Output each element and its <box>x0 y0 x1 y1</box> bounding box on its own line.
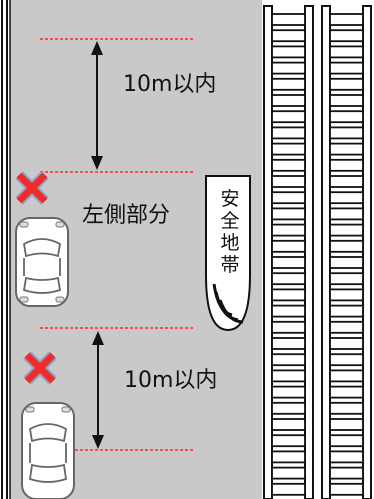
railway-tie <box>271 94 306 107</box>
safety-zone-label: 安 全 地 帯 <box>210 188 250 276</box>
railway-tie <box>329 191 364 205</box>
railway-tie <box>329 142 364 156</box>
railway-tie <box>271 126 306 140</box>
railway-tie <box>329 13 364 26</box>
railway-track-left <box>263 5 314 499</box>
car-icon-lower <box>21 402 75 499</box>
curb-lines <box>1 0 11 499</box>
railway-tie <box>271 304 306 318</box>
safety-zone-char-4: 帯 <box>220 254 240 276</box>
railway-tie <box>329 369 364 383</box>
railway-tie <box>271 256 306 269</box>
railway-tie <box>271 418 306 431</box>
railway-tie <box>329 320 364 334</box>
railway-tie <box>329 401 364 415</box>
no-parking-x-icon-lower <box>23 351 57 385</box>
railway-tie <box>271 191 306 205</box>
railway-tie <box>271 385 306 399</box>
no-parking-x-icon-upper <box>15 171 49 205</box>
railway-tie <box>329 77 364 91</box>
railway-tie <box>329 94 364 107</box>
distance-label-bottom: 10m以内 <box>124 368 218 393</box>
railway-tie <box>271 13 306 26</box>
railway-tie <box>271 239 306 253</box>
railway-tie <box>329 110 364 124</box>
railway-tie <box>271 207 306 221</box>
safety-zone-char-3: 地 <box>220 232 240 254</box>
railway-tie <box>271 77 306 91</box>
railway-tie <box>271 45 306 59</box>
railway-tie <box>271 272 306 286</box>
railway-tie <box>329 223 364 237</box>
railway-tie <box>271 353 306 367</box>
railway-tie <box>271 450 306 464</box>
railway-tie <box>329 385 364 399</box>
distance-label-top: 10m以内 <box>123 72 217 97</box>
railway-tie <box>271 288 306 302</box>
railway-tie <box>329 482 364 496</box>
railway-tie <box>271 142 306 156</box>
railway-tie <box>329 272 364 286</box>
railway-tie <box>329 434 364 448</box>
left-side-area-label: 左側部分 <box>82 203 171 228</box>
railway-tie <box>329 61 364 75</box>
railway-tie <box>329 466 364 480</box>
railway-tie <box>329 288 364 302</box>
double-arrow-icon-top <box>91 41 103 170</box>
railway-tie <box>271 223 306 237</box>
railway-tie <box>271 110 306 124</box>
railway-tie <box>329 29 364 43</box>
railway-tie <box>271 466 306 480</box>
safety-zone-char-2: 全 <box>220 210 240 232</box>
railway-tie <box>271 29 306 43</box>
guide-lines <box>40 38 195 451</box>
railway-tie <box>329 337 364 350</box>
railway-tie <box>329 207 364 221</box>
railway-tie <box>329 175 364 188</box>
railway-tie <box>271 61 306 75</box>
railway-tie <box>329 45 364 59</box>
railway-tie <box>329 158 364 172</box>
railway-tie <box>271 482 306 496</box>
railway-tie <box>329 304 364 318</box>
railway-tie <box>271 434 306 448</box>
railway-tie <box>329 418 364 431</box>
car-icon-upper <box>15 217 69 307</box>
railway-track-right <box>321 5 372 499</box>
railway-tie <box>329 353 364 367</box>
railway-tie <box>271 369 306 383</box>
railway-tie <box>329 239 364 253</box>
railway-tie <box>271 337 306 350</box>
double-arrow-icon-bottom <box>92 331 104 449</box>
safety-zone-char-1: 安 <box>220 188 240 210</box>
railway-tie <box>329 256 364 269</box>
railway-tie <box>271 158 306 172</box>
railway-tie <box>271 401 306 415</box>
railway-tie <box>271 320 306 334</box>
railway-tie <box>329 126 364 140</box>
railway-tie <box>271 175 306 188</box>
railway-tie <box>329 450 364 464</box>
safety-zone-island <box>205 175 251 332</box>
